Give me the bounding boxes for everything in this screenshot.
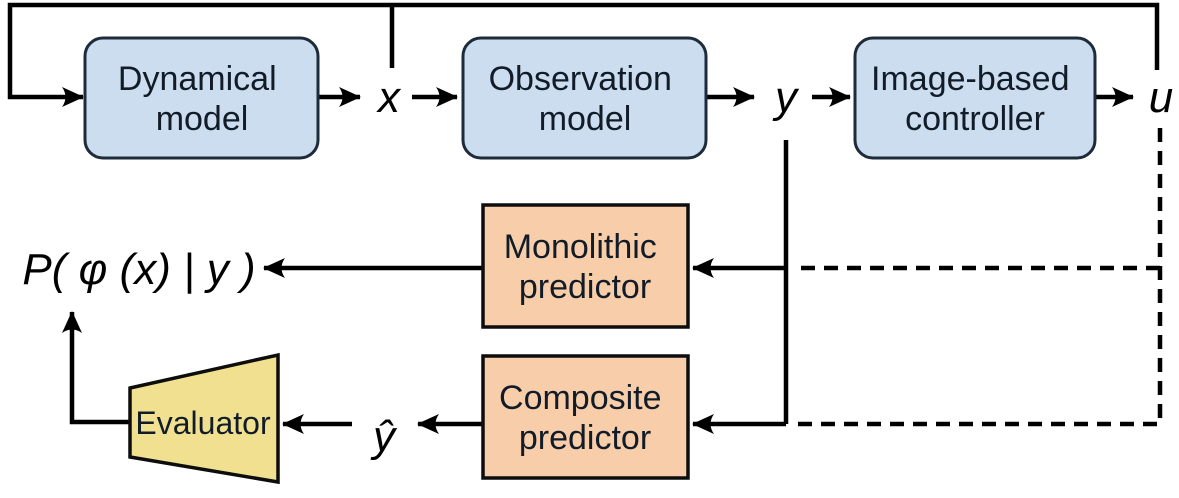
feedback-loop-line: [7, 2, 1160, 107]
dynamical-model-label: Dynamical model: [118, 60, 286, 138]
observation-model-label: Observation model: [489, 60, 682, 138]
node-dynamical-model: Dynamical model: [83, 36, 320, 160]
image-based-controller-box: [853, 36, 1097, 160]
signal-y-label: y: [772, 73, 800, 122]
node-composite-predictor: Composite predictor: [481, 354, 690, 480]
composite-predictor-label-line1: Composite: [499, 379, 662, 417]
image-based-controller-label-line1: Image-based: [871, 60, 1069, 98]
node-evaluator: Evaluator: [128, 352, 280, 485]
monolithic-predictor-box: [481, 203, 690, 329]
monolithic-predictor-label-line2: predictor: [519, 268, 651, 306]
node-monolithic-predictor: Monolithic predictor: [481, 203, 690, 329]
observation-model-box: [461, 36, 708, 160]
signal-u-label: u: [1149, 73, 1173, 122]
evaluator-label: Evaluator: [135, 405, 271, 441]
arrow-evaluator-to-posterior: [62, 311, 130, 425]
dynamical-model-label-line1: Dynamical: [118, 60, 277, 98]
dynamical-model-box: [83, 36, 320, 160]
signal-yhat-label: ŷ: [370, 412, 398, 461]
connector-lines: [7, 2, 1163, 434]
dynamical-model-label-line2: model: [156, 100, 249, 138]
composite-predictor-label: Composite predictor: [499, 379, 671, 457]
node-observation-model: Observation model: [461, 36, 708, 160]
image-based-controller-label: Image-based controller: [871, 60, 1079, 138]
posterior-probability-label: P( φ (x) | y ): [22, 245, 255, 294]
node-image-based-controller: Image-based controller: [853, 36, 1097, 160]
image-based-controller-label-line2: controller: [905, 100, 1045, 138]
observation-model-label-line1: Observation: [489, 60, 672, 98]
monolithic-predictor-label-line1: Monolithic: [504, 228, 657, 266]
dashed-u-to-composite-line: [798, 128, 1163, 427]
observation-model-label-line2: model: [539, 100, 632, 138]
monolithic-predictor-label: Monolithic predictor: [504, 228, 667, 306]
evaluator-trapezoid: [128, 352, 280, 485]
composite-predictor-box: [481, 354, 690, 480]
composite-predictor-label-line2: predictor: [519, 419, 651, 457]
signal-x-label: x: [376, 73, 402, 122]
